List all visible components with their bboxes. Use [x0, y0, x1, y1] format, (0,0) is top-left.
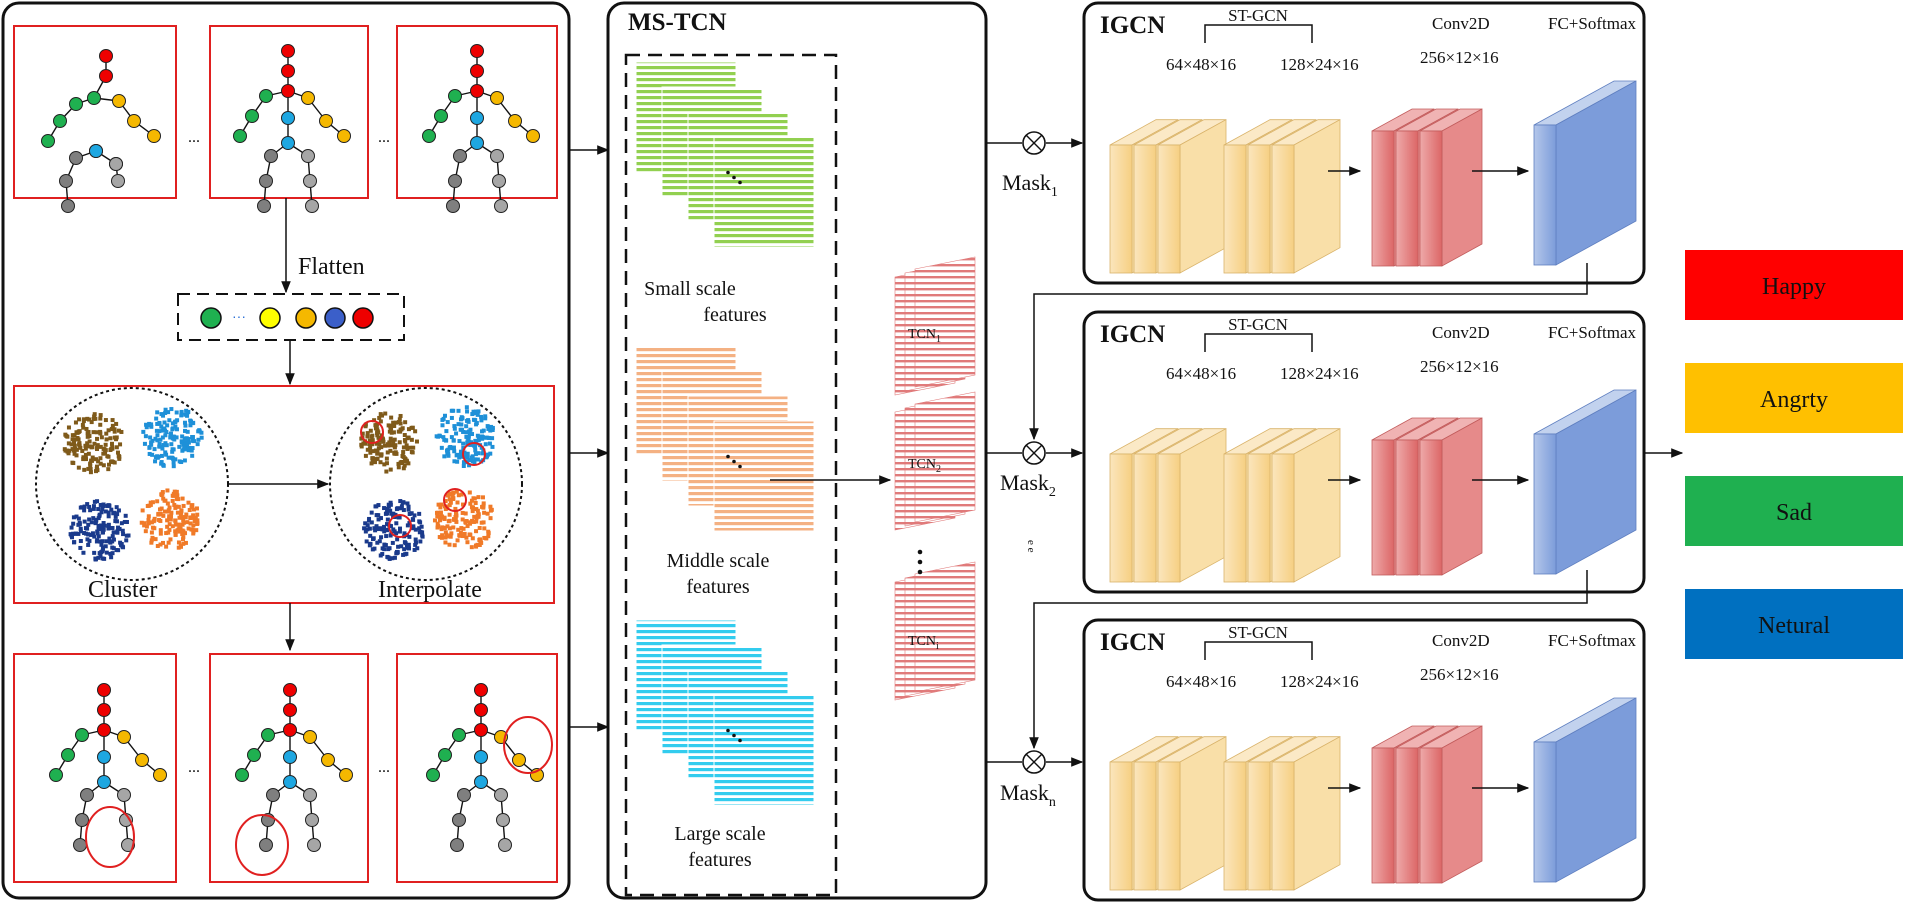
large-scale-features	[635, 619, 815, 806]
conv2d-label: Conv2D	[1432, 14, 1490, 33]
flatten-ellipsis: ···	[232, 308, 246, 324]
dim-256-label: 256×12×16	[1420, 48, 1499, 67]
class-happy-label: Happy	[1762, 274, 1826, 300]
tcn1-label: TCN1	[908, 327, 941, 345]
class-angry-label: Angrty	[1760, 387, 1828, 413]
middle-scale-features	[635, 345, 815, 532]
data-augmentation-panel: ... ... Flatten ··· Cluster Interpola	[1, 1, 571, 900]
fc-softmax-label: FC+Softmax	[1548, 631, 1636, 650]
cluster-interpolate-frame	[13, 385, 555, 604]
augmented-joint-markers	[85, 716, 553, 876]
dim-64-label: 64×48×16	[1166, 672, 1236, 691]
skeleton-frame-bottom-1	[13, 653, 177, 883]
interpolation-markers	[360, 420, 486, 538]
conv2d-label: Conv2D	[1432, 631, 1490, 650]
skeleton-frame-bottom-2	[209, 653, 369, 883]
fc-softmax-label: FC+Softmax	[1548, 14, 1636, 33]
tcn2-label: TCN2	[908, 457, 941, 475]
tcn-vertical-dots	[917, 549, 923, 575]
igcn-title: IGCN	[1100, 321, 1165, 348]
cluster-circle	[35, 387, 229, 581]
skeleton-frame-bottom-3	[396, 653, 558, 883]
mask1-label: Mask1	[1002, 170, 1058, 200]
middle-scale-label-2: features	[686, 576, 750, 598]
class-happy-box	[1685, 250, 1903, 320]
ellipsis-top-1: ...	[188, 129, 200, 146]
skeletons-bottom	[49, 683, 544, 852]
class-neutral-label: Netural	[1758, 613, 1830, 639]
cluster-points	[62, 405, 495, 562]
stgcn-label: ST-GCN	[1228, 623, 1288, 642]
dim-256-label: 256×12×16	[1420, 665, 1499, 684]
flattened-joints: ···	[200, 307, 374, 329]
dim-128-label: 128×24×16	[1280, 672, 1359, 691]
tcn-blocks	[894, 256, 976, 701]
ms-tcn-title: MS-TCN	[628, 9, 727, 36]
cluster-label: Cluster	[88, 577, 157, 603]
igcn-panel-3: IGCN ST-GCN Conv2D FC+Softmax 64×48×16 128×24…	[1082, 618, 1646, 902]
flatten-label: Flatten	[298, 254, 365, 280]
small-scale-label-2: features	[703, 304, 767, 326]
maskn-label: Maskn	[1000, 780, 1056, 810]
skeletons-top	[41, 44, 540, 213]
class-sad-box	[1685, 476, 1903, 546]
flattened-joints-box	[177, 293, 405, 341]
interpolate-circle	[329, 387, 523, 581]
mask-between-dots: e e	[1025, 540, 1037, 553]
igcn-panel-1: IGCN ST-GCN Conv2D FC+Softmax 64×48×16 128×24…	[1082, 1, 1646, 285]
igcn-panels: IGCN ST-GCN Conv2D FC+Softmax 64×48×16 128×24…	[1082, 1, 1646, 902]
dim-64-label: 64×48×16	[1166, 55, 1236, 74]
ms-tcn-panel: MS-TCN Small scale features Middle scale…	[606, 1, 988, 900]
dim-256-label: 256×12×16	[1420, 357, 1499, 376]
class-neutral-box	[1685, 589, 1903, 659]
interpolate-label: Interpolate	[378, 577, 482, 603]
mask-symbols	[1022, 131, 1046, 774]
small-scale-features	[635, 61, 815, 248]
class-angry-box	[1685, 363, 1903, 433]
fc-softmax-label: FC+Softmax	[1548, 323, 1636, 342]
igcn-title: IGCN	[1100, 12, 1165, 39]
stgcn-label: ST-GCN	[1228, 6, 1288, 25]
large-scale-label-2: features	[688, 849, 752, 871]
ellipsis-bottom-1: ...	[188, 759, 200, 776]
tcni-label: TCNi	[908, 634, 939, 652]
mask-connections	[986, 138, 1588, 767]
skeleton-frame-top-1	[13, 25, 177, 199]
class-sad-label: Sad	[1776, 500, 1812, 526]
stgcn-label: ST-GCN	[1228, 315, 1288, 334]
ellipsis-bottom-2: ...	[378, 759, 390, 776]
dim-64-label: 64×48×16	[1166, 364, 1236, 383]
emotion-classes: Happy Angrty Sad Netural	[1685, 250, 1903, 659]
middle-scale-label-1: Middle scale	[667, 550, 770, 572]
ellipsis-top-2: ...	[378, 129, 390, 146]
large-scale-label-1: Large scale	[674, 823, 765, 845]
igcn-panel-2: IGCN ST-GCN Conv2D FC+Softmax 64×48×16 128×24…	[1082, 310, 1646, 594]
small-scale-label-1: Small scale	[644, 278, 736, 300]
dim-128-label: 128×24×16	[1280, 364, 1359, 383]
dim-128-label: 128×24×16	[1280, 55, 1359, 74]
mask2-label: Mask2	[1000, 470, 1056, 500]
skeleton-frame-top-3	[396, 25, 558, 199]
skeleton-frame-top-2	[209, 25, 369, 199]
igcn-title: IGCN	[1100, 629, 1165, 656]
conv2d-label: Conv2D	[1432, 323, 1490, 342]
